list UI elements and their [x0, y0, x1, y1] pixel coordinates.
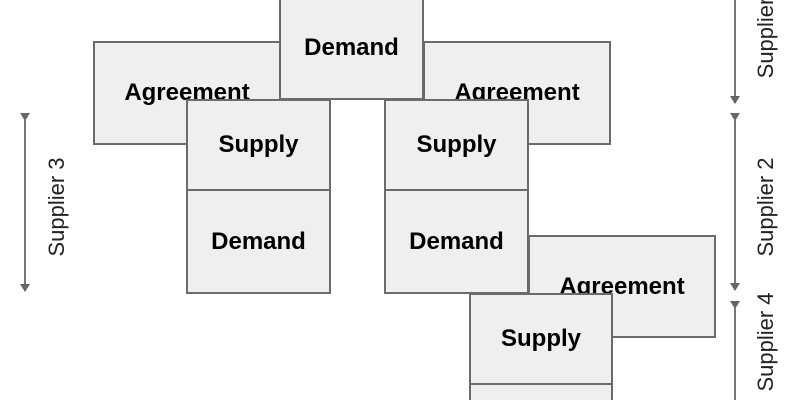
- demand-block-top: Demand: [279, 0, 424, 100]
- demand-block-left: Demand: [186, 189, 331, 294]
- demand-block-mid: Demand: [384, 189, 529, 294]
- supply-block-bottom: Supply: [469, 293, 613, 385]
- supply-block-left: Supply: [186, 99, 331, 191]
- agreement-block-bottom: Agreement: [528, 235, 716, 338]
- supplier-1-label: Supplier: [753, 0, 778, 79]
- supplier-4-label: Supplier 4: [753, 292, 778, 392]
- demand-block-bottom: [469, 383, 613, 400]
- supplier-3-label: Supplier 3: [44, 157, 69, 257]
- supply-block-mid: Supply: [384, 99, 529, 191]
- supplier-2-label: Supplier 2: [753, 157, 778, 257]
